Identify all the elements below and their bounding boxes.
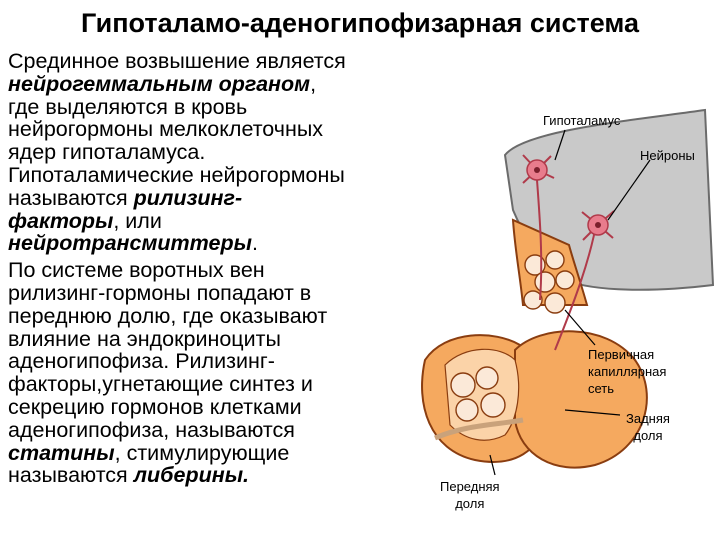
label-line: Задняя (626, 411, 670, 426)
label-line: доля (455, 496, 485, 511)
text-fragment: , (310, 71, 317, 96)
portal-vein (434, 417, 524, 441)
body-text: Срединное возвышение является нейрогемма… (8, 50, 403, 487)
term-neurotransmitters: нейротрансмиттеры (8, 231, 252, 256)
text-line: влияние на эндокриноциты (8, 326, 281, 351)
posterior-lobe-shape (514, 330, 648, 469)
term-liberins: либерины. (133, 463, 250, 488)
text-line: называются либерины. (8, 464, 403, 487)
axon-1 (536, 179, 543, 301)
label-line: сеть (588, 381, 615, 396)
text-line: аденогипофиза, называются (8, 417, 295, 442)
neuron-2 (581, 210, 615, 241)
text-line: секрецию гормонов клетками (8, 394, 302, 419)
label-line: капиллярная (588, 364, 667, 379)
term-releasing: рилизинг- (133, 185, 243, 210)
text-line: факторы,угнетающие синтез и (8, 372, 313, 397)
text-line: где выделяются в кровь (8, 94, 248, 119)
text-fragment: , стимулирующие (114, 440, 290, 465)
label-anterior-lobe: Передняя доля (440, 478, 500, 512)
slide-title: Гипоталамо-аденогипофизарная система (80, 8, 639, 38)
term-factors: факторы (8, 208, 114, 233)
term-statins: статины (8, 440, 115, 465)
text-line: переднюю долю, где оказывают (8, 303, 328, 328)
text-line: аденогипофиза. Рилизинг- (8, 349, 275, 374)
label-primary-capillary: Первичная капиллярная сеть (588, 346, 666, 397)
text-line: ядер гипоталамуса. (8, 140, 206, 165)
neuron-1 (522, 154, 555, 184)
label-posterior-lobe: Задняя доля (626, 410, 670, 444)
text-line: статины, стимулирующие (8, 440, 403, 465)
text-line: факторы, или (8, 208, 403, 233)
label-line: доля (633, 428, 663, 443)
text-line: называются рилизинг- (8, 185, 403, 210)
label-line: Первичная (588, 347, 655, 362)
text-line: По системе воротных вен (8, 258, 265, 283)
text-fragment: , или (113, 208, 162, 233)
label-hypothalamus: Гипоталамус (543, 113, 621, 128)
text-line: нейротрансмиттеры. (8, 232, 403, 255)
text-fragment: . (251, 231, 258, 256)
text-line: нейрогормоны мелкоклеточных (8, 117, 324, 142)
text-line: Гипоталамические нейрогормоны (8, 162, 345, 187)
pituitary-diagram (421, 108, 715, 476)
capillary-network (450, 250, 575, 422)
text-line: рилизинг-гормоны попадают в (8, 280, 312, 305)
label-neurons: Нейроны (640, 148, 695, 163)
text-line: нейрогеммальным органом, (8, 71, 403, 96)
text-fragment: называются (8, 185, 134, 210)
text-line: Срединное возвышение является (8, 49, 346, 73)
leader-lines (489, 129, 651, 476)
text-fragment: называются (8, 463, 134, 488)
term-neurohemal-organ: нейрогеммальным органом (8, 71, 311, 96)
label-line: Передняя (440, 479, 500, 494)
